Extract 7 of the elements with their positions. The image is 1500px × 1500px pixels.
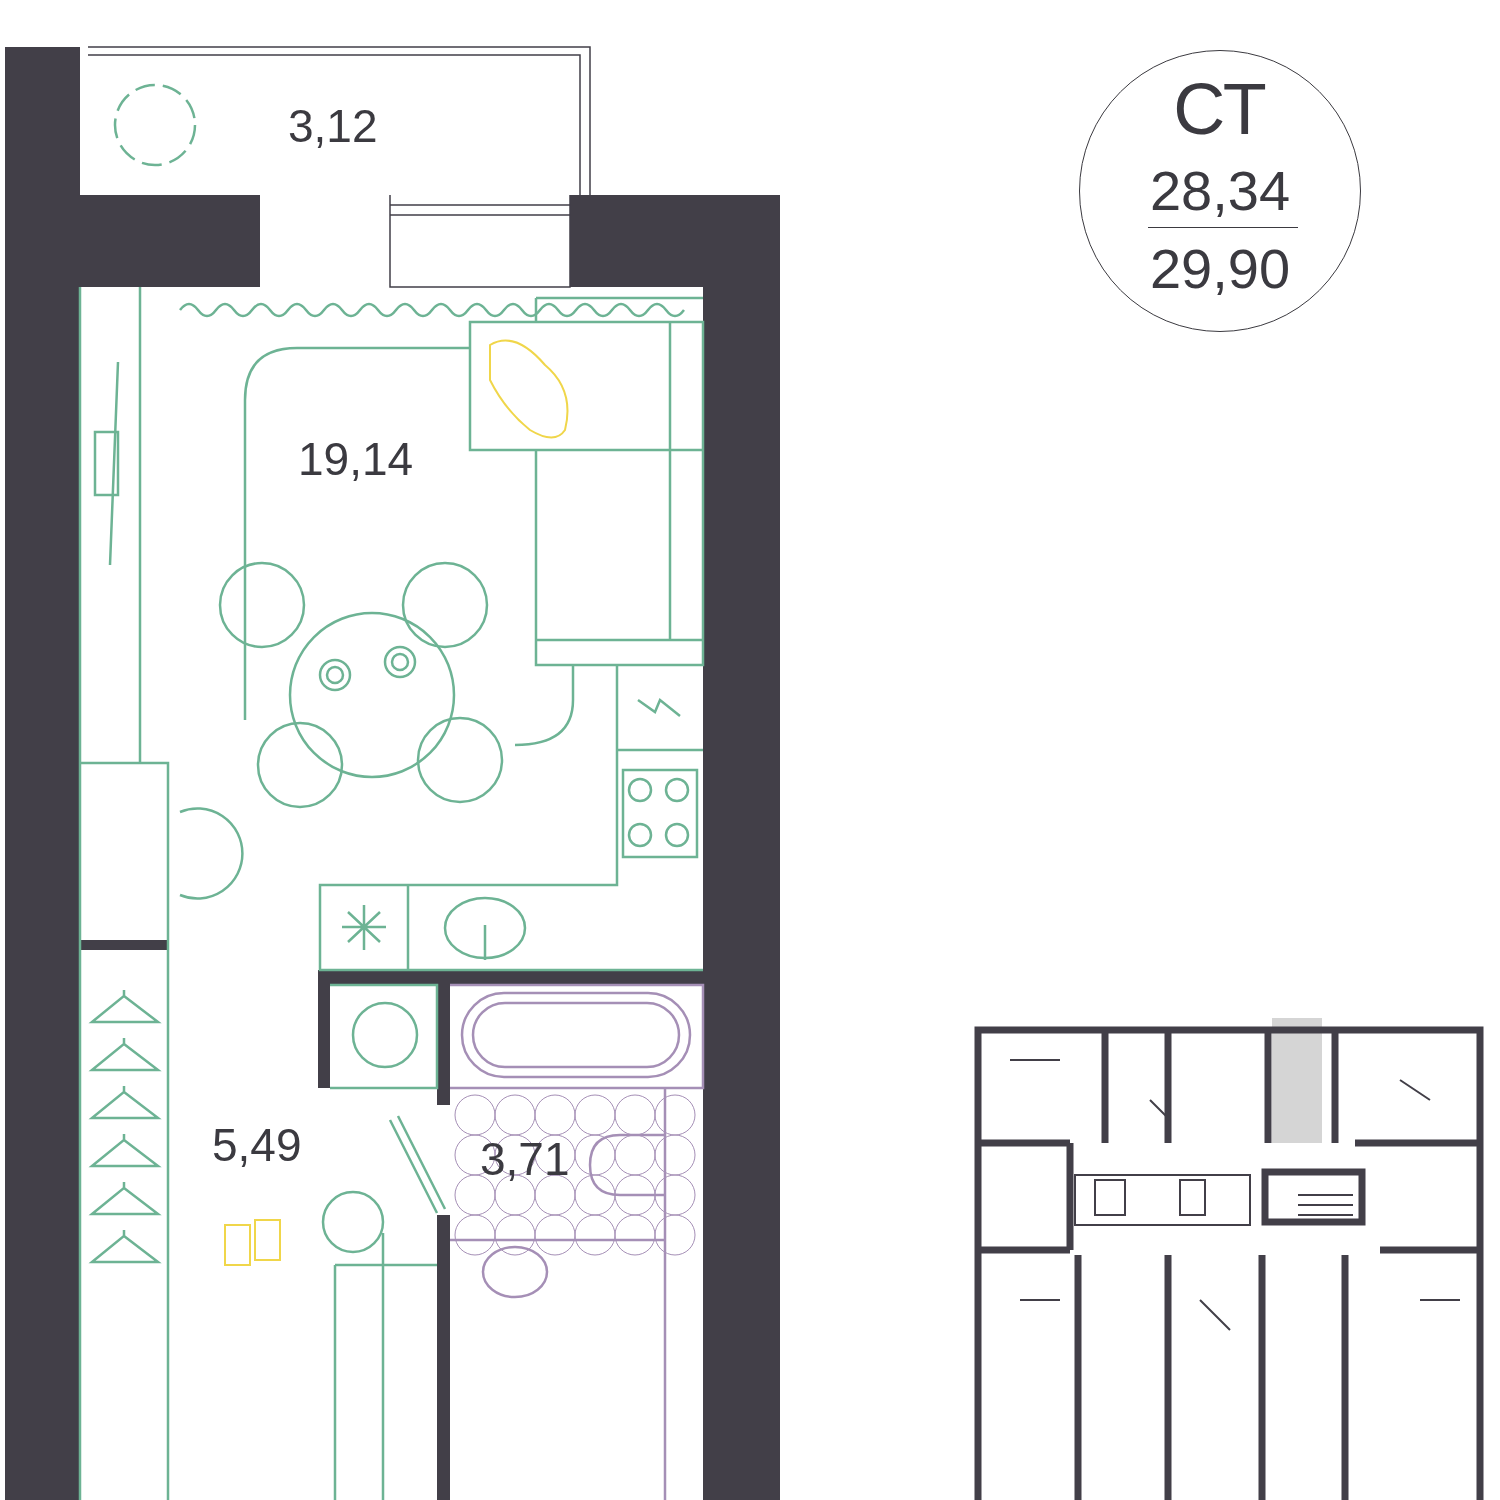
area-label: 19,14: [298, 436, 414, 482]
area-label: 5,49: [212, 1122, 302, 1168]
area-label: 3,71: [480, 1136, 570, 1182]
area-value: 29,90: [1149, 241, 1291, 297]
apartment-type: СТ: [1173, 73, 1267, 145]
area-label: 3,12: [288, 103, 378, 149]
area-value: 28,34: [1149, 163, 1291, 219]
